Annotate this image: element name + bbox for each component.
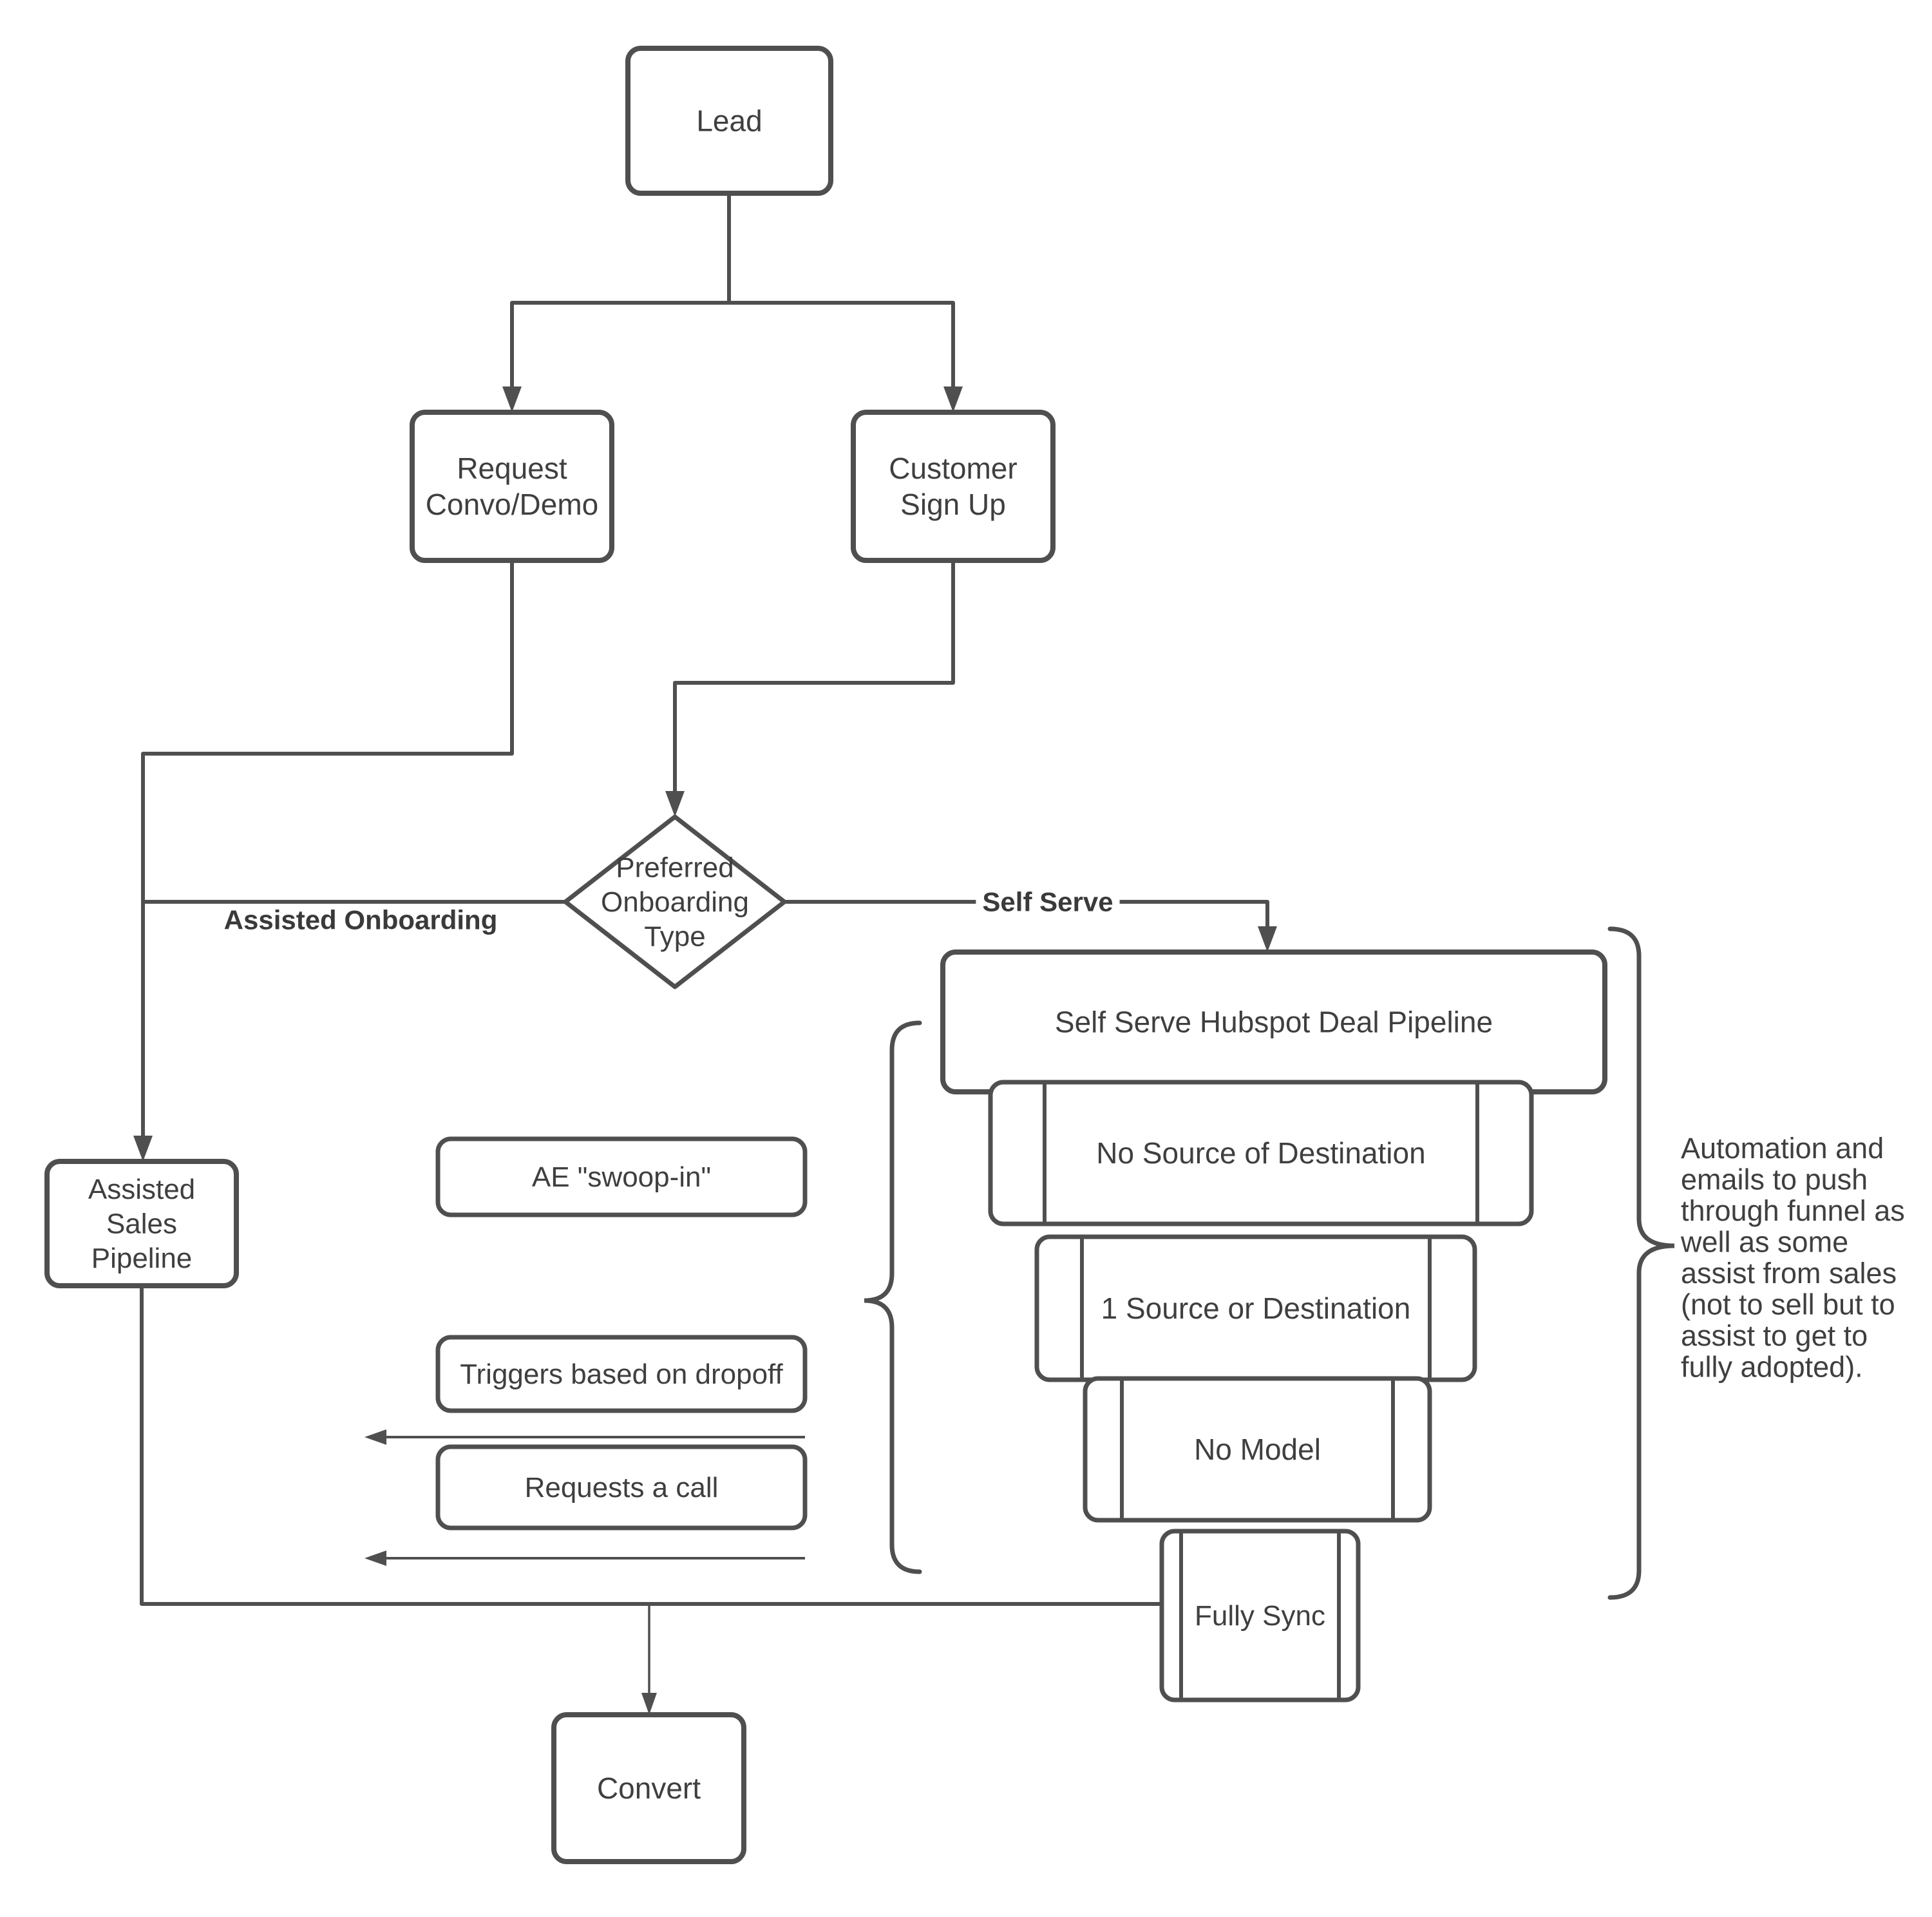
node-label-ae-swoop-in: AE "swoop-in" [532,1161,711,1193]
node-convert [551,1712,746,1864]
node-fully-sync [1159,1529,1361,1702]
arrowhead-requests-call-arrow [365,1550,386,1566]
node-label-fully-sync: Fully Sync [1195,1600,1325,1632]
edge-request-to-assisted [141,560,514,1136]
node-label-one-source-or-destination: 1 Source or Destination [1101,1292,1411,1325]
node-preferred-onboarding-type [563,814,787,989]
brace-funnel-brace-right [1607,926,1675,1600]
arrowhead-request-to-assisted [133,1136,153,1161]
node-label-no-model: No Model [1194,1433,1321,1466]
arrowhead-lead-to-customer [943,386,963,412]
label-bg-self-serve [976,884,1120,920]
node-no-source-of-destination [988,1080,1534,1226]
label-assisted-onboarding: Assisted Onboarding [224,905,498,935]
arrowhead-junction-to-convert [641,1693,657,1715]
node-label-triggers-based-on-dropoff: Triggers based on dropoff [460,1359,783,1390]
edge-lead-to-customer [729,301,955,386]
arrowhead-triggers-dropoff-arrow [365,1429,386,1445]
edge-assisted-to-fully-sync [140,1286,1162,1606]
node-label-self-serve-hubspot-deal-pipeline: Self Serve Hubspot Deal Pipeline [1055,1006,1493,1039]
edge-lead-to-request [510,301,729,386]
edge-customer-to-diamond [673,560,955,791]
brace-funnel-brace-left [864,1020,922,1574]
node-label-no-source-of-destination: No Source of Destination [1096,1136,1425,1170]
node-lead [625,46,833,196]
arrowhead-customer-to-diamond [665,791,685,817]
label-self-serve: Self Serve [982,887,1113,917]
arrowhead-diamond-to-self-serve-pipeline [1258,926,1277,952]
node-ae-swoop-in [435,1136,808,1217]
node-triggers-based-on-dropoff [435,1335,808,1413]
node-requests-a-call [435,1444,808,1531]
node-assisted-sales-pipeline [44,1159,239,1288]
node-label-convert: Convert [597,1771,701,1805]
node-request-convo-demo [410,410,614,563]
node-no-model [1083,1376,1432,1523]
node-customer-sign-up [851,410,1056,563]
node-label-lead: Lead [696,104,762,138]
node-label-requests-a-call: Requests a call [525,1472,719,1503]
arrowhead-lead-to-request [502,386,522,412]
edge-diamond-to-self-serve-pipeline [784,900,1269,926]
